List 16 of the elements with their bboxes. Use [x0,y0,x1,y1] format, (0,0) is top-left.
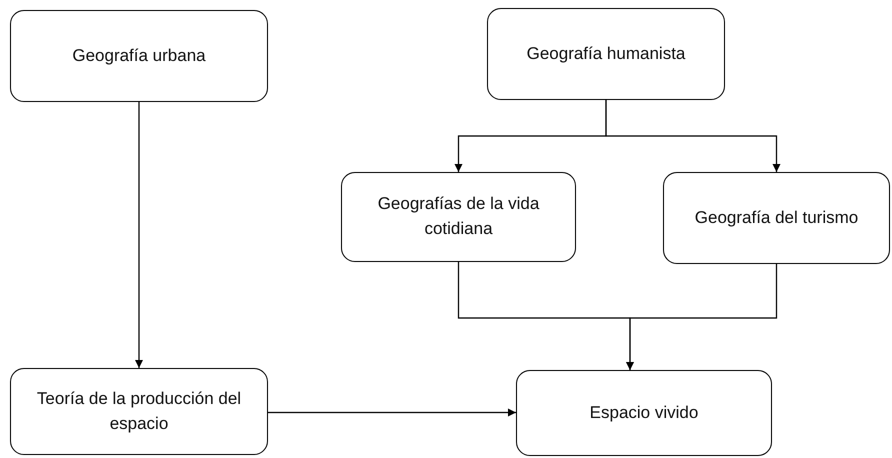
arrow [626,264,778,370]
process-box [516,370,772,456]
process-box [341,172,576,262]
process-box [487,8,725,100]
process-box [10,368,268,455]
node-label: Espacio vivido [590,402,698,424]
arrow [135,102,143,368]
process-box [10,10,268,102]
node-label: Geografía urbana [72,44,206,67]
arrow [605,100,780,172]
node-label: Geografía del turismo [694,206,858,229]
node-label: Geografías de la vida cotidiana [376,193,540,240]
process-box [663,172,890,264]
arrow [268,408,516,416]
node-label: Geografía humanista [526,42,686,65]
node-label: Teoría de la producción del espacio [36,388,242,434]
